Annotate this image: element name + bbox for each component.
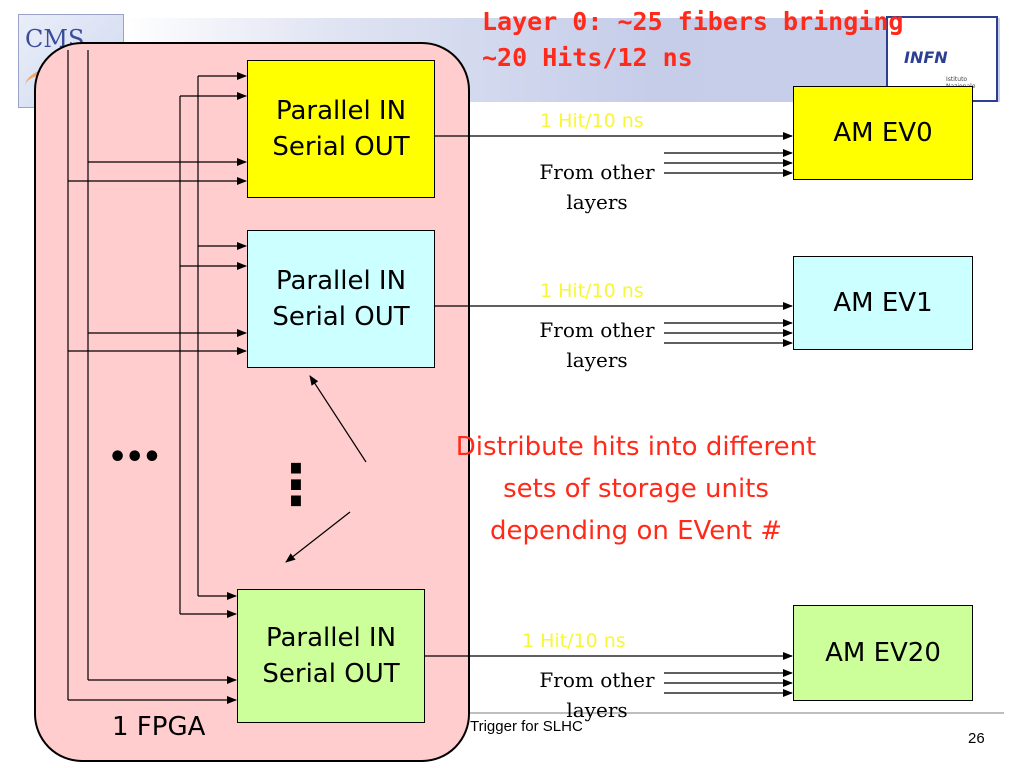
am-unit-label: AM EV0 bbox=[833, 118, 933, 148]
vertical-ellipsis: ⋮ bbox=[268, 453, 324, 518]
annotation-line-1: Distribute hits into different bbox=[455, 432, 817, 462]
page-number: 26 bbox=[968, 730, 985, 747]
horizontal-ellipsis: ••• bbox=[108, 440, 162, 475]
from-other-line-2: layers bbox=[566, 348, 628, 372]
fpga-label: 1 FPGA bbox=[112, 712, 206, 742]
slide-title: Layer 0: ~25 fibers bringing ~20 Hits/12… bbox=[482, 4, 903, 76]
annotation-line-3: depending on EVent # bbox=[489, 516, 783, 546]
from-other-layers-label-ev20: From other layers bbox=[532, 665, 662, 725]
rate-label-ev1: 1 Hit/10 ns bbox=[540, 280, 644, 302]
converter-line-1: Parallel IN bbox=[265, 623, 397, 653]
converter-box-3: Parallel IN Serial OUT bbox=[237, 589, 425, 723]
converter-line-1: Parallel IN bbox=[275, 96, 407, 126]
converter-line-2: Serial OUT bbox=[272, 132, 410, 162]
title-line-2: ~20 Hits/12 ns bbox=[482, 43, 693, 72]
from-other-line-2: layers bbox=[566, 190, 628, 214]
rate-label-ev0: 1 Hit/10 ns bbox=[540, 110, 644, 132]
from-other-line-1: From other bbox=[539, 160, 655, 184]
am-unit-label: AM EV1 bbox=[833, 288, 933, 318]
from-other-line-2: layers bbox=[566, 698, 628, 722]
am-unit-label: AM EV20 bbox=[825, 638, 941, 668]
converter-line-1: Parallel IN bbox=[275, 266, 407, 296]
am-unit-ev0: AM EV0 bbox=[793, 86, 973, 180]
rate-label-ev20: 1 Hit/10 ns bbox=[522, 630, 626, 652]
annotation-line-2: sets of storage units bbox=[503, 474, 769, 504]
annotation-pointer-down bbox=[285, 511, 351, 563]
converter-line-2: Serial OUT bbox=[262, 659, 400, 689]
am-unit-ev1: AM EV1 bbox=[793, 256, 973, 350]
infn-logo-text: INFN bbox=[904, 48, 948, 67]
from-other-line-1: From other bbox=[539, 318, 655, 342]
footer-text: Trigger for SLHC bbox=[470, 718, 583, 735]
title-line-1: Layer 0: ~25 fibers bringing bbox=[482, 7, 904, 36]
from-other-layers-label-ev1: From other layers bbox=[532, 315, 662, 375]
converter-box-1: Parallel IN Serial OUT bbox=[247, 60, 435, 198]
from-other-line-1: From other bbox=[539, 668, 655, 692]
converter-box-2: Parallel IN Serial OUT bbox=[247, 230, 435, 368]
converter-line-2: Serial OUT bbox=[272, 302, 410, 332]
annotation-pointer-up bbox=[309, 375, 367, 463]
from-other-layers-label-ev0: From other layers bbox=[532, 157, 662, 217]
annotation-text: Distribute hits into different sets of s… bbox=[384, 426, 888, 552]
am-unit-ev20: AM EV20 bbox=[793, 605, 973, 701]
